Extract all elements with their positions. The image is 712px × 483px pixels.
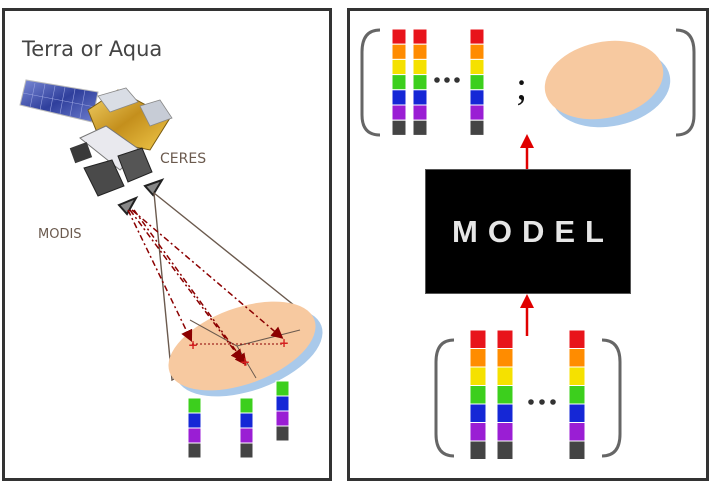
spectrum-cell [568, 422, 586, 442]
ceres-label: CERES [160, 151, 207, 167]
spectrum-cell [568, 385, 586, 405]
spectrum-cell [568, 348, 586, 368]
spectrum-cell [239, 442, 254, 459]
spectrum-cell [275, 425, 290, 442]
spectrum-cell [496, 422, 514, 442]
input-ellipsis-dots [528, 399, 556, 405]
spectrum-cell [469, 385, 487, 405]
spectrum-cell [391, 89, 407, 106]
modis-rays [127, 209, 284, 366]
modis-label: MODIS [38, 227, 82, 242]
satellite-title: Terra or Aqua [22, 37, 163, 61]
spectrum-cell [391, 74, 407, 91]
modis-pointer [117, 195, 139, 216]
spectrum-cell [469, 119, 485, 136]
arrow-to-output [520, 134, 534, 169]
output-ellipsis-dots [434, 77, 460, 83]
spectrum-cell [469, 28, 485, 45]
spectrum-cell [391, 58, 407, 76]
solar-panel [19, 79, 99, 123]
spectrum-cell [391, 28, 407, 45]
spectrum-cell [391, 43, 407, 60]
spectrum-cell [239, 397, 254, 414]
spectrum-bar [496, 329, 514, 460]
spectrum-cell [412, 43, 428, 60]
satellite [19, 79, 173, 216]
svg-text:+: + [279, 336, 289, 350]
spectrum-cell [469, 58, 485, 76]
separator: ; [516, 63, 528, 108]
spectrum-cell [469, 89, 485, 106]
spectrum-cell [469, 422, 487, 442]
spectrum-cell [187, 442, 202, 459]
spectrum-cell [496, 329, 514, 349]
spectrum-bar [275, 380, 290, 442]
spectrum-cell [469, 329, 487, 349]
footprint [168, 301, 323, 397]
output-spectra [391, 28, 485, 136]
spectrum-cell [239, 412, 254, 429]
spectrum-cell [469, 104, 485, 121]
spectrum-cell [187, 427, 202, 444]
spectrum-cell [412, 28, 428, 45]
spectrum-cell [496, 366, 514, 386]
spectrum-cell [469, 43, 485, 60]
spectrum-bar [239, 397, 254, 459]
arrow-to-model [520, 294, 534, 336]
input-bracket-left [434, 338, 455, 458]
spectrum-cell [239, 427, 254, 444]
spectrum-bar [469, 329, 487, 460]
spectrum-cell [187, 397, 202, 414]
spectrum-cell [469, 440, 487, 460]
spectrum-cell [412, 74, 428, 91]
spectrum-cell [275, 410, 290, 427]
output-footprint [544, 40, 671, 128]
output-bracket-left [360, 28, 381, 137]
spectrum-cell [568, 366, 586, 386]
spectrum-cell [391, 104, 407, 121]
modis-instrument [83, 159, 125, 197]
spectrum-cell [469, 74, 485, 91]
spectrum-cell [412, 119, 428, 136]
spectrum-cell [391, 119, 407, 136]
spectrum-cell [187, 412, 202, 429]
spectrum-bar [187, 397, 202, 459]
spectrum-cell [496, 440, 514, 460]
spectrum-bar [469, 28, 485, 136]
spectrum-cell [469, 348, 487, 368]
output-bracket-right [675, 28, 696, 137]
svg-text:+: + [188, 338, 198, 352]
ceres-pointer [143, 178, 165, 197]
spectrum-cell [412, 89, 428, 106]
spectrum-cell [469, 366, 487, 386]
spectrum-bar [391, 28, 407, 136]
left-spectra [187, 380, 290, 459]
svg-text:+: + [240, 355, 250, 369]
spectrum-bar [412, 28, 428, 136]
input-spectra [469, 329, 586, 460]
spectrum-cell [568, 403, 586, 423]
spectrum-bar [568, 329, 586, 460]
spectrum-cell [568, 440, 586, 460]
model-label: MODEL [452, 213, 614, 249]
ceres-instrument [117, 147, 153, 183]
model-box: MODEL [425, 169, 631, 294]
spectrum-cell [469, 403, 487, 423]
spectrum-cell [412, 58, 428, 76]
input-bracket-right [601, 338, 622, 458]
spectrum-cell [496, 403, 514, 423]
spectrum-cell [496, 385, 514, 405]
spectrum-cell [568, 329, 586, 349]
spectrum-cell [412, 104, 428, 121]
pixel-markers: + + + [188, 336, 289, 369]
spectrum-cell [496, 348, 514, 368]
spectrum-cell [275, 380, 290, 397]
spectrum-cell [275, 395, 290, 412]
